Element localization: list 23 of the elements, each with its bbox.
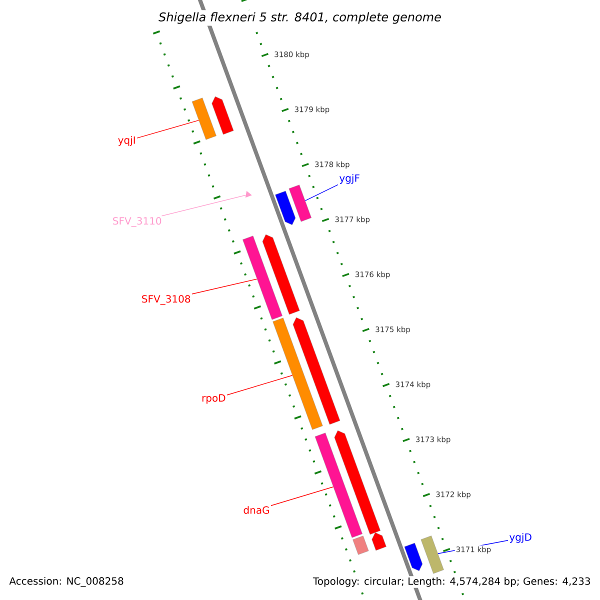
- leader-line: [270, 486, 334, 506]
- gene-bar: [314, 432, 362, 538]
- accession-text: Accession: NC_008258: [8, 576, 125, 588]
- genome-info-text: Topology: circular; Length: 4,574,284 bp; Genes: 4,233: [312, 576, 592, 588]
- gene-label: SFV_3108: [142, 295, 190, 305]
- leader-line: [304, 184, 338, 202]
- title: Shigella flexneri 5 str. 8401, complete genome: [156, 10, 444, 26]
- gene-bar: [272, 318, 323, 430]
- leader-line: [136, 120, 200, 138]
- gene-bar: [420, 536, 444, 574]
- leader-line: [161, 194, 246, 216]
- gene-bar: [192, 98, 216, 140]
- gene-label: ygjF: [340, 174, 360, 184]
- leader-line: [192, 278, 258, 294]
- gene-label: yqjI: [118, 136, 135, 146]
- gene-marker: [245, 190, 252, 198]
- gene-bar: [288, 184, 312, 222]
- gene-label: dnaG: [244, 506, 269, 514]
- gene-label: SFV_3110: [113, 217, 162, 227]
- gene-label: ygjD: [510, 533, 532, 543]
- gene-bar: [242, 236, 282, 320]
- leader-line: [226, 375, 293, 396]
- gene-label: rpoD: [202, 394, 226, 404]
